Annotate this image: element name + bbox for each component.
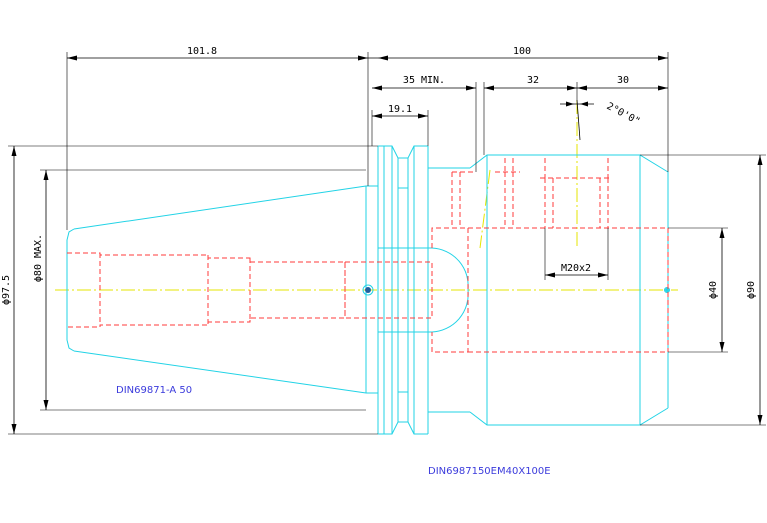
dim-100: 100	[368, 46, 669, 172]
dim-dia-97-5: ϕ97.5	[1, 145, 378, 435]
dim-dia-80-label: ϕ80 MAX.	[33, 234, 44, 282]
dim-dia-80: ϕ80 MAX.	[33, 169, 366, 411]
dim-30: 30	[577, 75, 668, 91]
dim-100-label: 100	[513, 46, 531, 57]
dim-dia-90: ϕ90	[640, 154, 766, 426]
dim-dia-40-label: ϕ40	[708, 281, 719, 299]
taper-standard-note: DIN69871-A 50	[116, 385, 192, 396]
angled-centerline	[479, 169, 491, 249]
dim-101-8: 101.8	[66, 46, 369, 230]
part-number-note: DIN6987150EM40X100E	[428, 466, 551, 477]
dim-dia-40: ϕ40	[668, 227, 728, 353]
dim-m20x2: M20x2	[544, 228, 609, 280]
dim-dia-97-5-label: ϕ97.5	[1, 275, 12, 305]
dim-dia-90-label: ϕ90	[746, 281, 757, 299]
dim-32: 32	[483, 75, 578, 155]
dim-angle: 2°0'0"	[560, 99, 642, 141]
dim-32-label: 32	[527, 75, 539, 86]
center-mark	[365, 287, 371, 293]
hidden-lines	[67, 158, 669, 353]
dim-angle-label: 2°0'0"	[605, 101, 642, 128]
dim-35-min: 35 MIN.	[372, 75, 477, 172]
dim-35-min-label: 35 MIN.	[403, 75, 445, 86]
dim-101-8-label: 101.8	[187, 46, 217, 57]
dim-19-1-label: 19.1	[388, 104, 412, 115]
dim-m20x2-label: M20x2	[561, 263, 591, 274]
dim-30-label: 30	[617, 75, 629, 86]
dim-19-1: 19.1	[371, 104, 429, 146]
